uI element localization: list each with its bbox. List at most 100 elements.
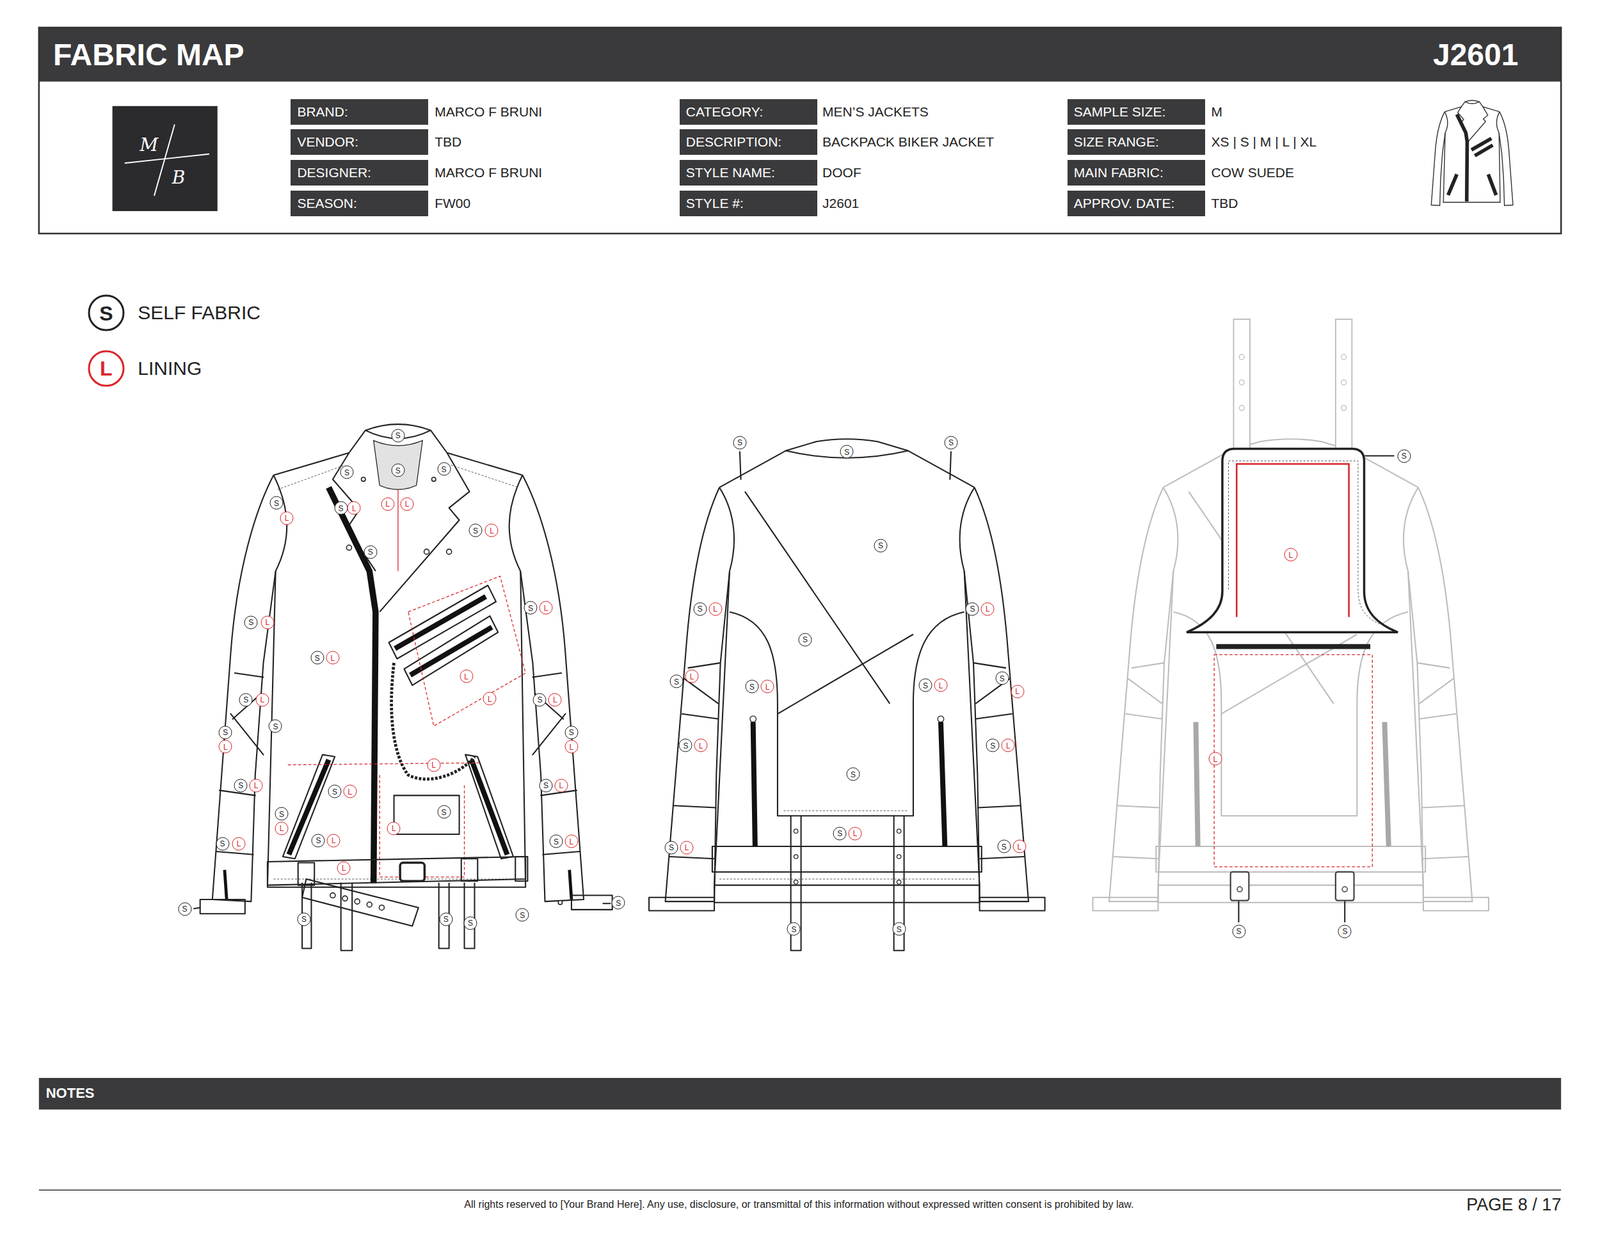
fabric-callout: L (483, 692, 497, 706)
backpack-view-part (1237, 887, 1348, 893)
table-key: SEASON: (290, 190, 429, 217)
fabric-callout: S (334, 501, 348, 516)
notes-band (39, 1078, 1561, 1110)
front-view-part (391, 663, 475, 780)
logo-letter: M (139, 134, 159, 156)
backpack-view-part-part (1233, 319, 1250, 452)
backpack-view-part (1195, 722, 1389, 847)
fabric-callout: L (981, 602, 995, 616)
front-view-part (288, 760, 507, 856)
backpack-view-part (1236, 464, 1349, 617)
table-key: SIZE RANGE: (1067, 129, 1206, 155)
notes-heading: NOTES (46, 1085, 95, 1103)
front-view-part (346, 477, 562, 905)
fabric-callout: L (1208, 752, 1222, 767)
fabric-callout: S (1232, 924, 1246, 939)
backpack-view-part-part (1239, 354, 1245, 360)
fabric-callout: S (515, 908, 530, 923)
fabric-callout: L (337, 861, 351, 875)
front-view-part-part (558, 901, 562, 905)
front-view-part (394, 795, 460, 835)
front-view-part (200, 896, 613, 915)
back-view-part-part (793, 880, 798, 885)
front-view-part (532, 673, 580, 856)
fabric-callout: S (892, 922, 906, 937)
table-key: APPROV. DATE: (1067, 190, 1206, 217)
header-band-part (39, 27, 1561, 234)
fabric-callout: S (745, 680, 760, 694)
fabric-callout: S (1397, 449, 1411, 463)
backpack-view-part-part (1335, 319, 1353, 452)
backpack-view-part (1216, 644, 1371, 650)
table-value: TBD (1211, 195, 1239, 212)
fabric-callout: S (564, 725, 578, 740)
backpack-view-part (1238, 456, 1394, 923)
fabric-callout: S (437, 462, 451, 477)
table-key: MAIN FABRIC: (1067, 160, 1206, 186)
fabric-callout: L (280, 511, 294, 525)
back-view-part (750, 716, 944, 885)
fabric-callout: L (1001, 739, 1016, 753)
front-view-part (193, 903, 610, 909)
fabric-callout: S (533, 693, 547, 707)
back-view-part-part (896, 855, 901, 859)
front-view-part (394, 597, 492, 676)
fabric-callout: S (275, 807, 289, 822)
backpack-view-part-part (1341, 405, 1347, 411)
front-view-part-part (361, 477, 366, 482)
backpack-view-part-part (1341, 354, 1347, 360)
fabric-callout: L (538, 601, 553, 616)
thumbnail-sketch-part (1448, 114, 1497, 202)
fabric-callout: S (310, 651, 324, 665)
fabric-callout: S (679, 739, 693, 753)
fabric-callout: L (1012, 840, 1026, 854)
fabric-callout: L (680, 840, 694, 855)
fabric-callout: S (944, 435, 958, 450)
fabric-callout: L (1010, 684, 1024, 699)
copyright-note: All rights reserved to [Your Brand Here]… (464, 1199, 1134, 1211)
footer-rule-part (39, 1189, 1561, 1192)
fabric-callout: S (732, 435, 747, 450)
fabric-callout: L (426, 758, 441, 772)
front-view-part (282, 755, 514, 860)
front-view-part-part (424, 549, 430, 555)
fabric-callout: S (798, 632, 812, 647)
table-value: TBD (434, 134, 462, 150)
fabric-callout: S (833, 826, 847, 841)
front-view-part (373, 440, 424, 491)
fabric-callout: S (611, 896, 626, 911)
fabric-callout: L (485, 524, 499, 538)
table-value: COW SUEDE (1211, 165, 1295, 181)
fabric-callout: S (297, 912, 312, 927)
brand-logo-part (124, 154, 210, 164)
brand-logo (112, 106, 218, 212)
fabric-callout: S (549, 835, 563, 849)
table-value: MEN’S JACKETS (822, 104, 929, 120)
front-view-part-part (432, 477, 436, 482)
fabric-callout: L (459, 670, 473, 684)
fabric-callout: L (232, 837, 246, 851)
fabric-callout: S (311, 833, 326, 848)
table-key: BRAND: (290, 99, 429, 125)
fabric-callout: L (934, 679, 948, 693)
fabric-callout: L (760, 680, 774, 694)
logo-letter: B (172, 167, 186, 189)
notes-band-part (39, 1078, 1561, 1110)
fabric-callout: L (564, 740, 578, 754)
fabric-callout: S (873, 538, 888, 553)
table-value: MARCO F BRUNI (434, 165, 543, 181)
fabric-callout: L (327, 833, 341, 848)
fabric-callout: L (848, 826, 863, 841)
backpack-view (1092, 319, 1488, 923)
fabric-callout: L (343, 785, 357, 799)
fabric-callout: S (468, 524, 482, 538)
fabric-callout: L (325, 651, 340, 665)
table-value: DOOF (822, 165, 862, 181)
page-title: FABRIC MAP (53, 36, 245, 72)
style-number: J2601 (1432, 36, 1519, 72)
back-view-part (753, 722, 946, 847)
fabric-callout: L (400, 497, 415, 511)
front-view-part-part (342, 896, 348, 902)
fabric-callout: S (664, 840, 679, 855)
